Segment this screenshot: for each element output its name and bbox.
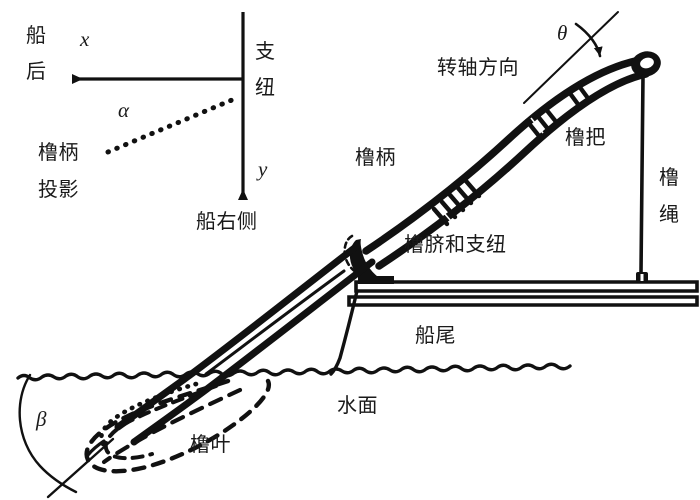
- rotation-axis-direction-label: 转轴方向: [437, 57, 519, 79]
- oar-blade-underwater: [84, 378, 272, 474]
- oar-rope: [639, 74, 645, 274]
- boat-hull: [329, 272, 699, 376]
- theta-angle-symbol: θ: [557, 21, 568, 45]
- oar-shaft-rungs: [431, 83, 593, 227]
- oar-shaft-lower-edge: [375, 70, 650, 270]
- oar-grip-ring: [631, 51, 661, 77]
- oar-rope-label-line1: 橹: [659, 167, 680, 189]
- x-direction-label-stern-line1: 船: [26, 25, 47, 47]
- oar-shaft-label: 橹柄: [355, 147, 396, 169]
- oar-lower-arm: [114, 242, 376, 446]
- rope-deck-cleat: [636, 272, 648, 283]
- handle-projection-label-line2: 投影: [38, 179, 79, 201]
- origin-pivot-label-line2: 纽: [255, 77, 276, 99]
- y-axis-symbol: y: [258, 157, 268, 181]
- beta-angle-symbol: β: [36, 407, 47, 431]
- alpha-angle-symbol: α: [118, 98, 130, 122]
- oar-shaft-assembly: [362, 51, 661, 270]
- water-surface-label: 水面: [337, 395, 378, 417]
- beta-angle-marker: [18, 373, 115, 499]
- stern-label: 船尾: [415, 325, 456, 347]
- coordinate-axes: [72, 12, 248, 200]
- y-direction-label-starboard: 船右侧: [196, 211, 258, 233]
- oar-shaft-rung-gaps: [437, 117, 544, 222]
- x-direction-label-stern-line2: 后: [26, 61, 47, 83]
- oar-navel-and-pivot-label: 橹脐和支纽: [404, 234, 507, 256]
- rotation-axis-leader: [540, 62, 560, 83]
- oar-rope-label-line2: 绳: [659, 204, 680, 226]
- oar-grip-label: 橹把: [565, 127, 606, 149]
- theta-rotation-marker: [523, 11, 619, 104]
- handle-projection-label-line1: 橹柄: [38, 142, 79, 164]
- water-surface-line: [16, 362, 572, 382]
- x-axis-symbol: x: [80, 27, 90, 51]
- oar-shaft-upper-edge: [362, 56, 644, 255]
- origin-pivot-label-line1: 支: [255, 41, 276, 63]
- oar-blade-label: 橹叶: [190, 434, 231, 456]
